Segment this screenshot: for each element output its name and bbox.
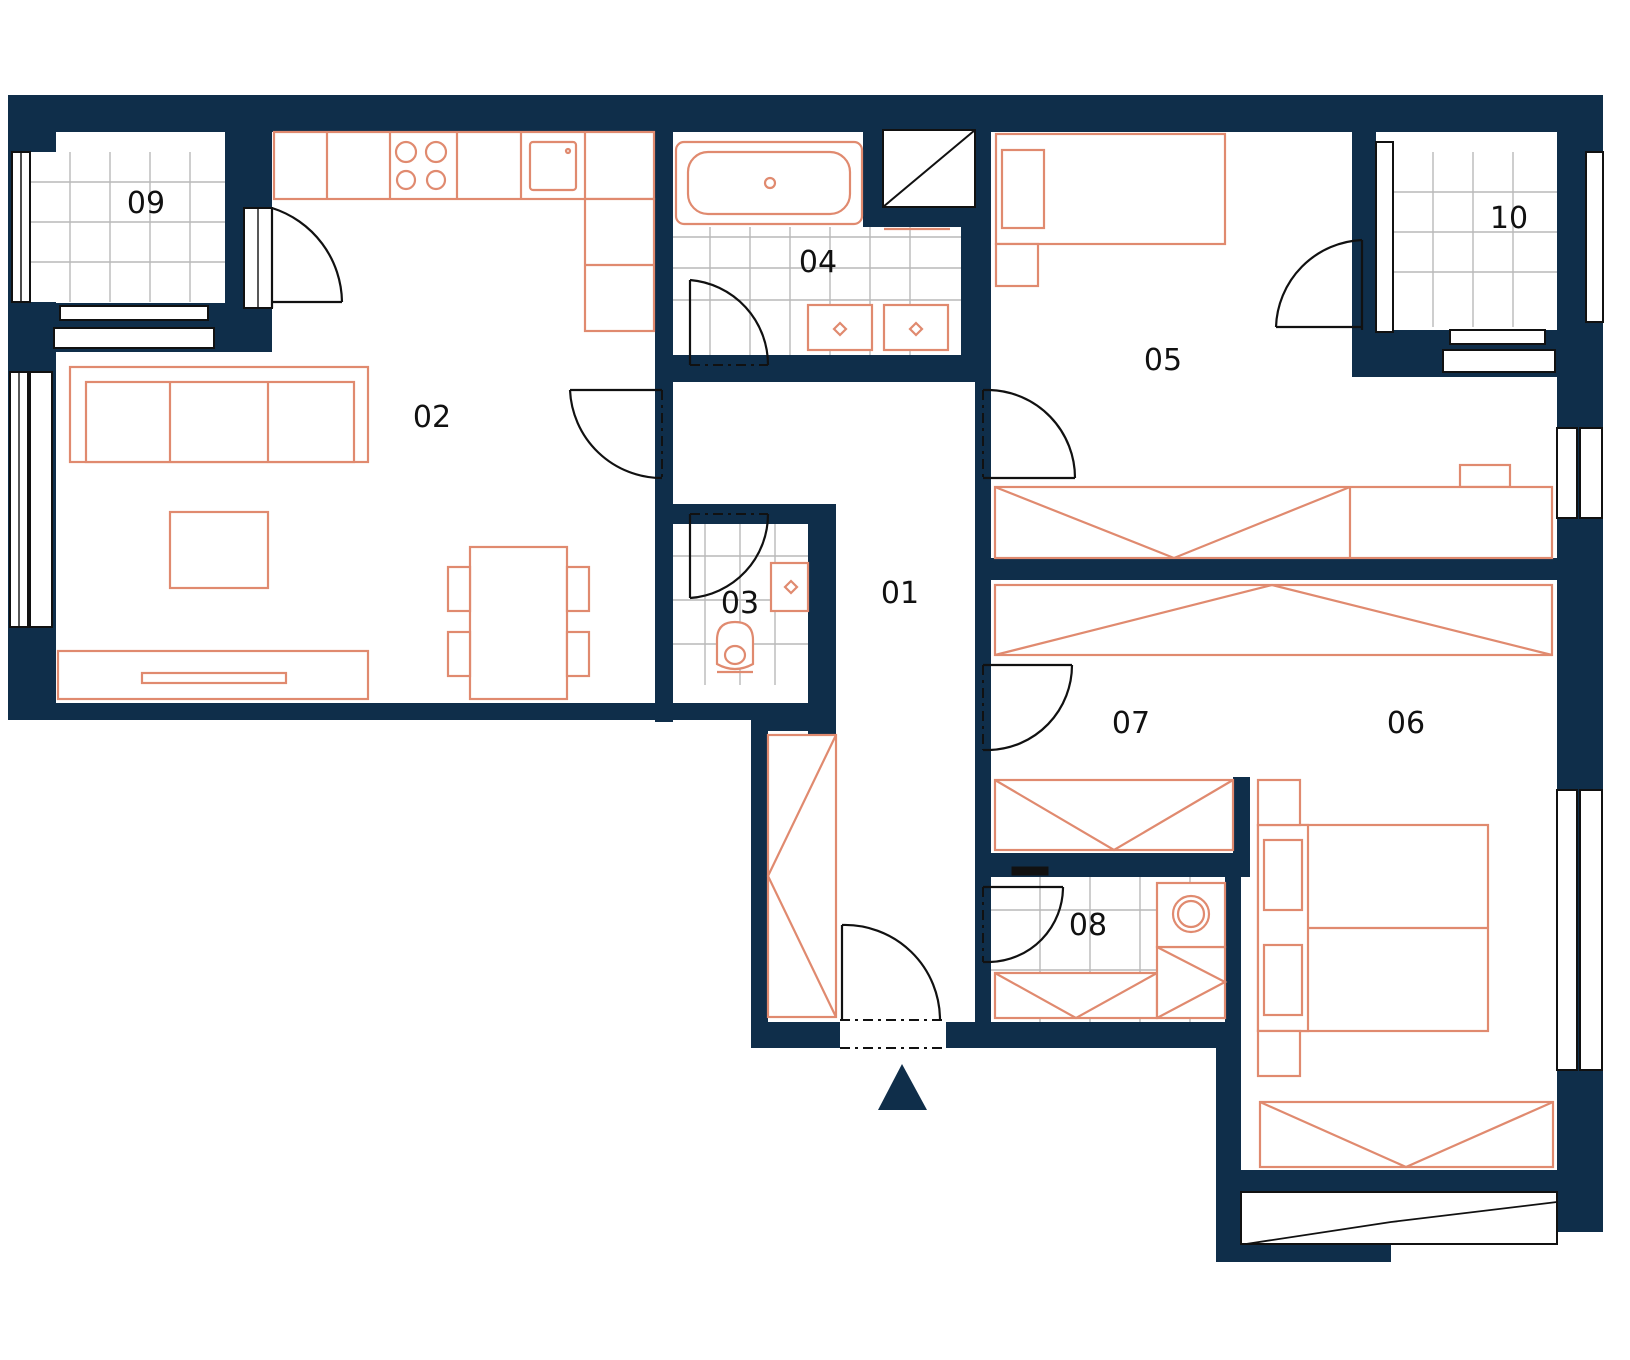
door-03 <box>688 513 770 600</box>
wardrobe-05 <box>993 485 1554 560</box>
entrance-door <box>840 923 946 1049</box>
room-labels: 01 02 03 04 05 06 07 08 09 10 <box>127 186 1528 943</box>
entrance-arrow-icon <box>878 1064 927 1110</box>
room-label-03: 03 <box>721 586 759 621</box>
balcony-10 <box>1375 141 1604 373</box>
furniture <box>56 130 1555 1169</box>
bed-06 <box>1256 778 1490 1078</box>
washbasins <box>806 227 950 352</box>
window <box>1579 427 1603 519</box>
tv-console <box>56 649 370 701</box>
door-02 <box>568 388 663 480</box>
coffee-table <box>168 510 270 590</box>
room-label-05: 05 <box>1144 343 1182 378</box>
room-label-04: 04 <box>799 245 837 280</box>
door-05 <box>982 388 1077 480</box>
kitchen-counter <box>272 130 656 333</box>
room-label-09: 09 <box>127 186 165 221</box>
wall <box>1557 1170 1603 1232</box>
wall <box>1216 1170 1603 1192</box>
wardrobe-06b <box>1258 1100 1555 1169</box>
balcony-09 <box>11 151 225 349</box>
wall <box>8 703 751 720</box>
wardrobe-07 <box>993 778 1235 852</box>
room-label-07: 07 <box>1112 706 1150 741</box>
bed-05 <box>994 132 1227 288</box>
window <box>29 371 53 628</box>
wall <box>1233 777 1250 877</box>
wall <box>975 558 1557 580</box>
toilet <box>715 620 755 674</box>
wardrobe-06 <box>993 583 1554 657</box>
door-07 <box>982 663 1074 752</box>
wall <box>1216 1244 1391 1262</box>
room-label-06: 06 <box>1387 706 1425 741</box>
room-label-01: 01 <box>881 576 919 611</box>
window <box>1556 427 1578 519</box>
wall <box>808 504 836 734</box>
wall <box>655 132 673 722</box>
wall <box>1225 853 1241 1048</box>
wall <box>655 355 991 382</box>
wc-basin <box>769 561 810 613</box>
utility-cabinet <box>993 866 1228 1020</box>
room-label-10: 10 <box>1490 201 1528 236</box>
doors <box>270 206 1364 1049</box>
room-label-08: 08 <box>1069 908 1107 943</box>
window <box>1579 789 1603 1071</box>
door-08 <box>982 885 1065 964</box>
sofa <box>68 365 370 464</box>
door-04 <box>688 278 770 366</box>
desk <box>1458 463 1512 489</box>
door-02-09 <box>270 206 344 308</box>
wall <box>1216 1022 1241 1262</box>
door-05-10 <box>1274 238 1364 330</box>
wall <box>8 95 1603 132</box>
windows <box>9 207 1603 1245</box>
room-label-02: 02 <box>413 400 451 435</box>
bathtub <box>674 140 864 226</box>
hall-wardrobe <box>766 733 838 1019</box>
dining-table <box>446 545 591 701</box>
balcony-rail <box>1240 1191 1558 1245</box>
window <box>1556 789 1578 1071</box>
wall <box>751 703 768 1048</box>
